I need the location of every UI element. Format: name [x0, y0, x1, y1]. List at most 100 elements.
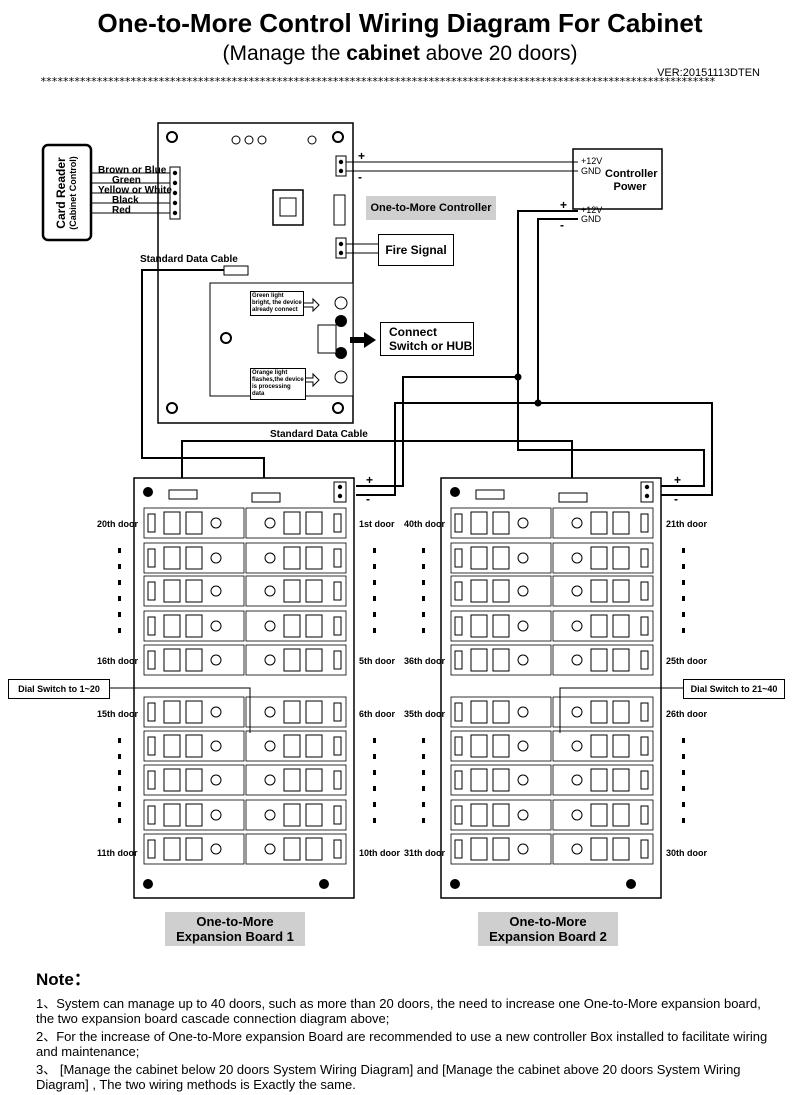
- dot-marker: [422, 770, 425, 775]
- expansion-board-2-label: One-to-More Expansion Board 2: [478, 912, 618, 946]
- power-12v-a: +12V: [581, 156, 603, 166]
- terminal: [333, 581, 342, 601]
- minus-sign: -: [366, 492, 370, 506]
- terminal: [333, 839, 342, 859]
- relay: [185, 803, 203, 827]
- controller-label: One-to-More Controller: [366, 196, 496, 220]
- standard-data-cable-label: Standard Data Cable: [140, 254, 238, 265]
- relay: [590, 579, 608, 603]
- dot-marker: [373, 548, 376, 553]
- plus-sign: +: [674, 473, 682, 487]
- dot-marker: [118, 612, 121, 617]
- dot-marker: [682, 612, 685, 617]
- notes-section: Note： 1、System can manage up to 40 doors…: [36, 965, 776, 1095]
- relay: [470, 648, 488, 672]
- relay: [590, 837, 608, 861]
- power-terminal: [335, 155, 347, 177]
- led-icon: [571, 809, 583, 821]
- data-port: [475, 489, 505, 500]
- relay: [612, 614, 630, 638]
- terminal: [640, 805, 649, 825]
- dot-marker: [682, 596, 685, 601]
- act-led-icon: [334, 370, 348, 384]
- led-icon: [517, 774, 529, 786]
- data-port: [558, 492, 588, 503]
- dot-marker: [682, 628, 685, 633]
- dot-marker: [422, 580, 425, 585]
- dot-marker: [373, 612, 376, 617]
- led-icon: [571, 517, 583, 529]
- relay: [590, 614, 608, 638]
- dot-marker: [118, 628, 121, 633]
- dot-marker: [373, 564, 376, 569]
- relay: [612, 768, 630, 792]
- led-icon: [210, 654, 222, 666]
- led-icon: [210, 552, 222, 564]
- led-icon: [264, 620, 276, 632]
- relay: [185, 648, 203, 672]
- rj45-port: [317, 324, 337, 354]
- relay: [492, 700, 510, 724]
- terminal: [640, 839, 649, 859]
- note-item: 2、For the increase of One-to-More expans…: [36, 1029, 768, 1059]
- terminal: [640, 702, 649, 722]
- divider-line: ****************************************…: [40, 75, 716, 88]
- dot-marker: [373, 786, 376, 791]
- relay: [612, 734, 630, 758]
- door-label: 31th door: [404, 848, 446, 858]
- plus-sign: +: [366, 473, 374, 487]
- door-label: 36th door: [404, 656, 446, 666]
- door-label: 20th door: [97, 519, 139, 529]
- led-icon: [517, 552, 529, 564]
- terminal: [147, 702, 156, 722]
- terminal: [147, 616, 156, 636]
- led-icon: [517, 654, 529, 666]
- dot-marker: [682, 738, 685, 743]
- relay: [185, 700, 203, 724]
- led-icon: [210, 706, 222, 718]
- relay: [590, 546, 608, 570]
- dot-marker: [118, 818, 121, 823]
- door-label: 11th door: [97, 848, 138, 858]
- terminal: [333, 548, 342, 568]
- dot-marker: [118, 738, 121, 743]
- terminal: [640, 650, 649, 670]
- led-icon: [244, 135, 254, 145]
- dot-marker: [118, 770, 121, 775]
- dot-marker: [118, 786, 121, 791]
- relay: [163, 546, 181, 570]
- relay: [185, 837, 203, 861]
- dot-marker: [373, 818, 376, 823]
- dot-marker: [682, 818, 685, 823]
- minus-sign: -: [560, 218, 564, 232]
- relay: [590, 768, 608, 792]
- relay: [163, 768, 181, 792]
- relay: [283, 511, 301, 535]
- dot-marker: [682, 802, 685, 807]
- relay: [492, 648, 510, 672]
- relay: [272, 189, 304, 226]
- led-icon: [571, 706, 583, 718]
- terminal: [147, 581, 156, 601]
- door-label: 40th door: [404, 519, 446, 529]
- wire-label: Yellow or White: [98, 185, 172, 196]
- door-label: 26th door: [666, 709, 708, 719]
- dot-marker: [422, 786, 425, 791]
- relay: [163, 614, 181, 638]
- relay: [492, 511, 510, 535]
- wire-label: Green: [112, 175, 141, 186]
- dot-marker: [118, 564, 121, 569]
- relay: [283, 648, 301, 672]
- led-icon: [571, 654, 583, 666]
- door-label: 10th door: [359, 848, 401, 858]
- led-icon: [264, 740, 276, 752]
- relay: [470, 837, 488, 861]
- led-icon: [307, 135, 317, 145]
- relay: [305, 511, 323, 535]
- door-label: 30th door: [666, 848, 708, 858]
- relay: [305, 579, 323, 603]
- relay: [185, 614, 203, 638]
- dot-marker: [373, 628, 376, 633]
- link-led-icon: [334, 296, 348, 310]
- dot-marker: [682, 770, 685, 775]
